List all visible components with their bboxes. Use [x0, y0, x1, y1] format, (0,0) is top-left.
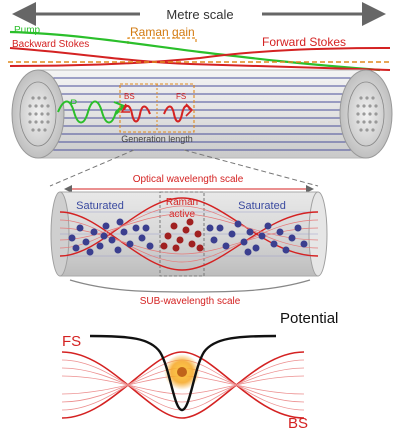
trapped-molecule	[177, 367, 187, 377]
bs-small-label: BS	[124, 92, 135, 101]
sub-wavelength-scale-label: SUB-wavelength scale	[140, 296, 241, 307]
fiber-end-right	[339, 69, 393, 159]
pump-p-label: P	[70, 98, 77, 110]
raman-gain-bracket	[127, 37, 197, 44]
generation-length-label: Generation length	[121, 134, 193, 144]
fiber-core-lines	[38, 77, 366, 151]
fiber-end-left	[11, 69, 65, 159]
raman-label: Raman	[166, 197, 198, 208]
backward-stokes-curve	[9, 47, 391, 71]
metre-scale-label: Metre scale	[166, 7, 233, 22]
raman-active-molecules	[160, 218, 204, 252]
active-label: active	[169, 209, 196, 220]
saturated-right-label: Saturated	[238, 200, 286, 212]
bs-small-wave	[123, 104, 151, 123]
pump-curve	[9, 30, 381, 72]
raman-gain-label: Raman gain	[130, 25, 195, 39]
saturated-molecules-right	[206, 220, 308, 256]
pump-wave-arrow	[113, 101, 126, 115]
fs-small-label: FS	[176, 92, 186, 101]
forward-stokes-curve	[9, 47, 391, 67]
bs-large-label: BS	[288, 415, 308, 432]
pump-wave	[57, 100, 123, 124]
sub-wavelength-bracket	[69, 279, 311, 293]
zoom-line-right	[183, 149, 319, 187]
pump-label: Pump	[14, 25, 41, 36]
bs-small-arrow	[120, 103, 130, 113]
fs-large-label: FS	[62, 333, 81, 350]
potential-curve	[89, 334, 277, 412]
fiber-body	[37, 69, 367, 159]
backward-stokes-label: Backward Stokes	[12, 39, 89, 50]
optical-wavelength-scale-label: Optical wavelength scale	[133, 174, 244, 185]
saturated-left-label: Saturated	[76, 200, 124, 212]
zoom-line-left	[49, 149, 135, 187]
forward-stokes-label: Forward Stokes	[262, 35, 346, 49]
raman-active-box	[159, 191, 205, 277]
potential-label: Potential	[280, 310, 338, 327]
saturated-molecules-left	[68, 218, 154, 256]
fs-small-wave	[163, 104, 191, 123]
field-curves	[61, 351, 305, 419]
fs-small-arrow	[185, 103, 194, 117]
